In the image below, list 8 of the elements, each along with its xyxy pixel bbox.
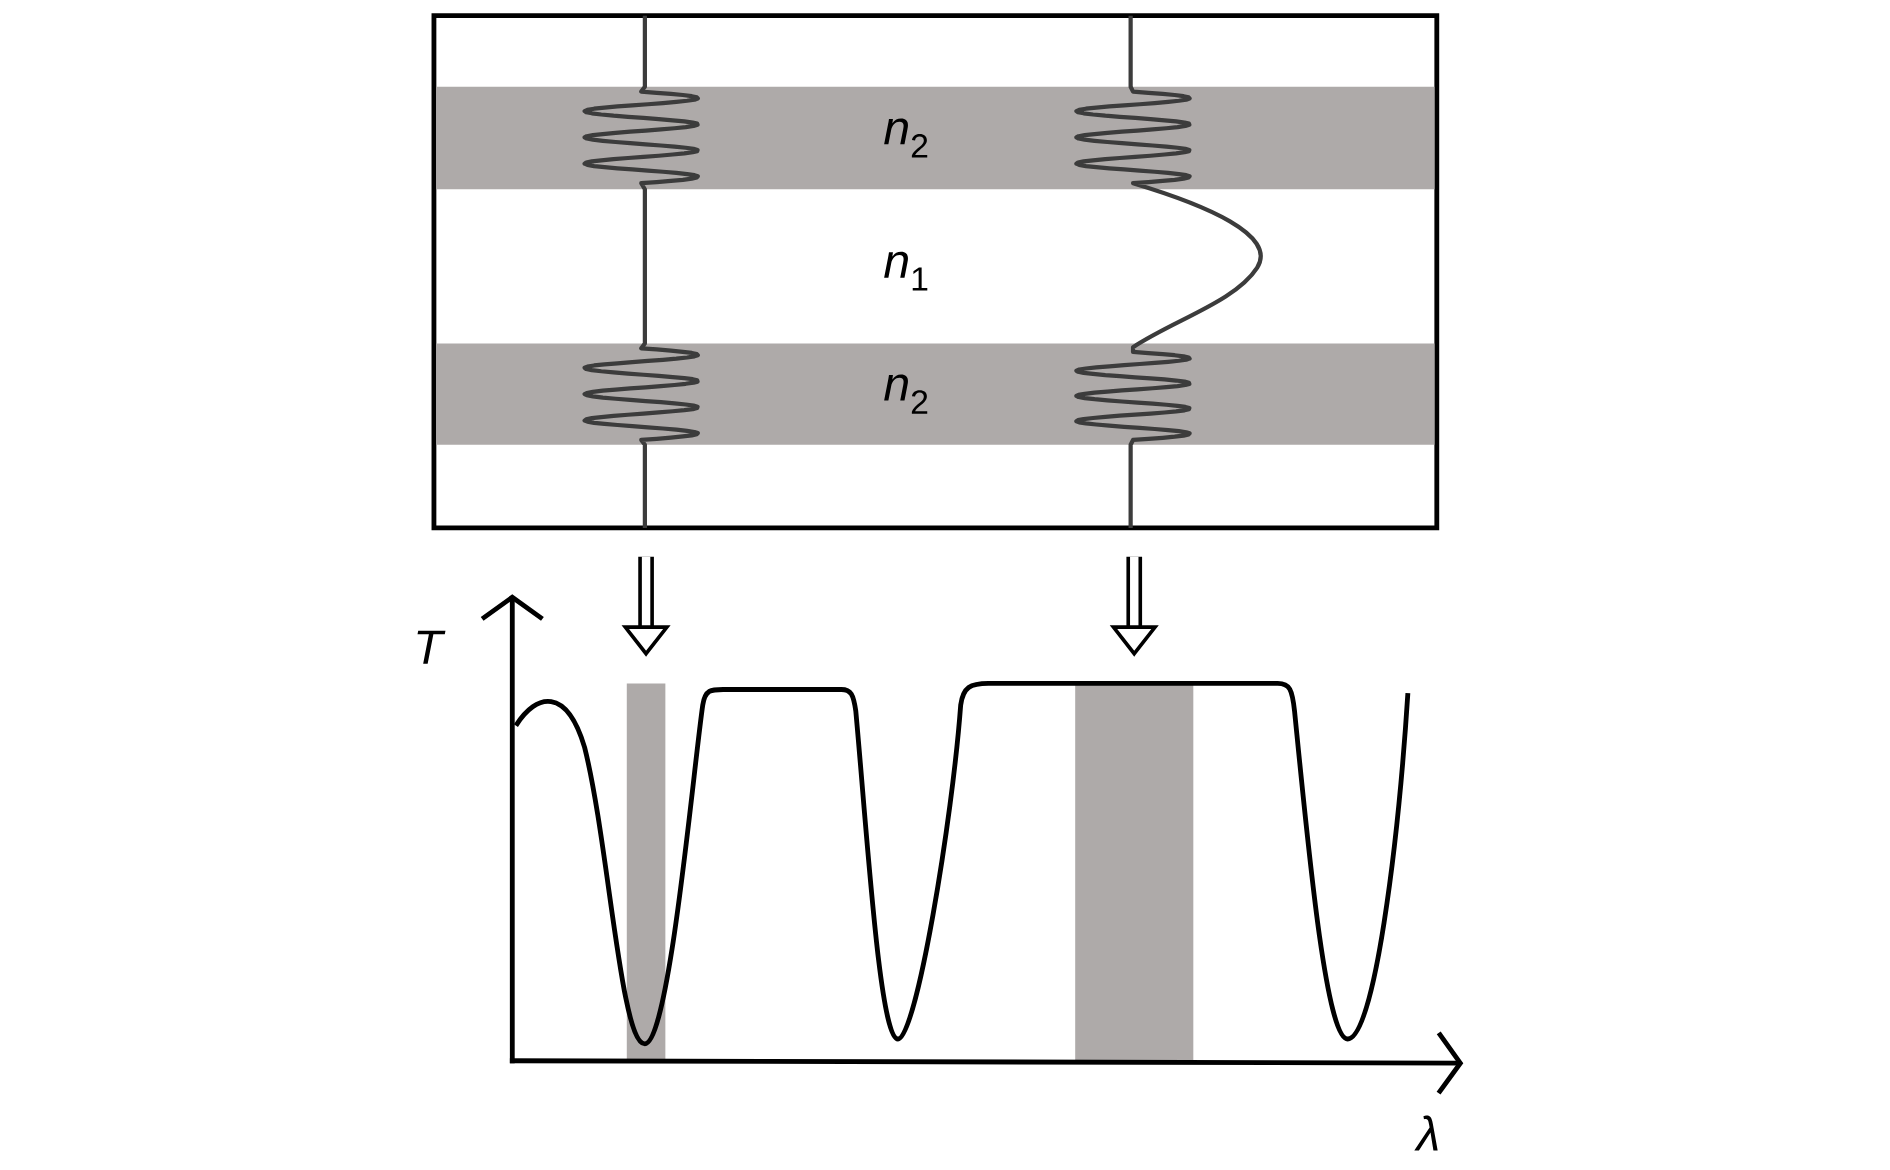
cladding-band: n$_{2}$ [436,343,1435,445]
layer-label: n$_{1}$ [884,251,928,291]
highlight-bar [626,683,666,1061]
waveguide-frame [431,13,1440,531]
axis-label: T [417,630,446,664]
highlight-bar [1075,683,1194,1061]
cladding-band: n$_{2}$ [436,86,1435,190]
axis-label: λ [1414,1115,1438,1151]
